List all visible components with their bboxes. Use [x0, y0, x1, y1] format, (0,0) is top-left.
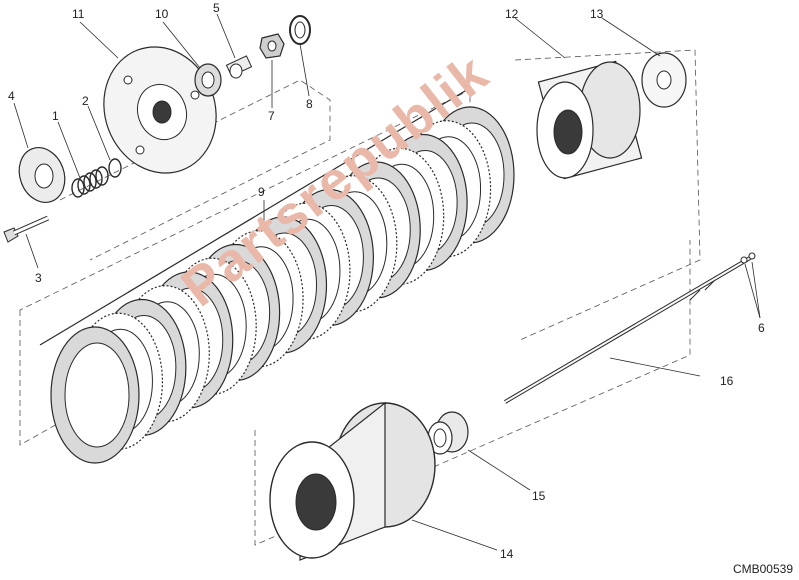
- spring-plate: [18, 147, 66, 203]
- pressure-plate: [103, 46, 217, 174]
- nut: [259, 33, 285, 59]
- lock-washer: [289, 15, 311, 45]
- callout-7: 7: [268, 109, 275, 123]
- callout-12: 12: [505, 7, 519, 21]
- callout-13: 13: [590, 7, 604, 21]
- leader-lines: [13, 13, 761, 551]
- callout-5: 5: [213, 1, 220, 15]
- plate-inner-ring: [64, 342, 130, 448]
- outer-bushing: [427, 411, 469, 455]
- callout-6: 6: [758, 321, 765, 335]
- bushing: [225, 55, 253, 79]
- callout-3: 3: [35, 271, 42, 285]
- ball-bearing: [740, 256, 748, 264]
- callout-10: 10: [155, 7, 169, 21]
- clutch-hub: [536, 60, 643, 180]
- thrust-washer: [641, 52, 687, 108]
- callout-14: 14: [500, 547, 514, 561]
- spring: [71, 166, 109, 198]
- callout-15: 15: [532, 489, 546, 503]
- push-rod: [503, 256, 752, 404]
- drawing-code: CMB00539: [732, 562, 793, 576]
- bearing: [194, 63, 222, 97]
- leader-line-9: [39, 87, 471, 346]
- bolt: [3, 215, 50, 243]
- clutch-plate-stack: [50, 106, 515, 464]
- callout-9: 9: [258, 185, 265, 199]
- o-ring: [108, 158, 122, 178]
- ball-bearing: [748, 252, 756, 260]
- callout-1: 1: [52, 109, 59, 123]
- callout-2: 2: [82, 94, 89, 108]
- callout-8: 8: [306, 97, 313, 111]
- callout-11: 11: [72, 7, 85, 21]
- clutch-basket: [269, 401, 436, 561]
- callout-4: 4: [8, 89, 15, 103]
- callout-16: 16: [720, 374, 734, 388]
